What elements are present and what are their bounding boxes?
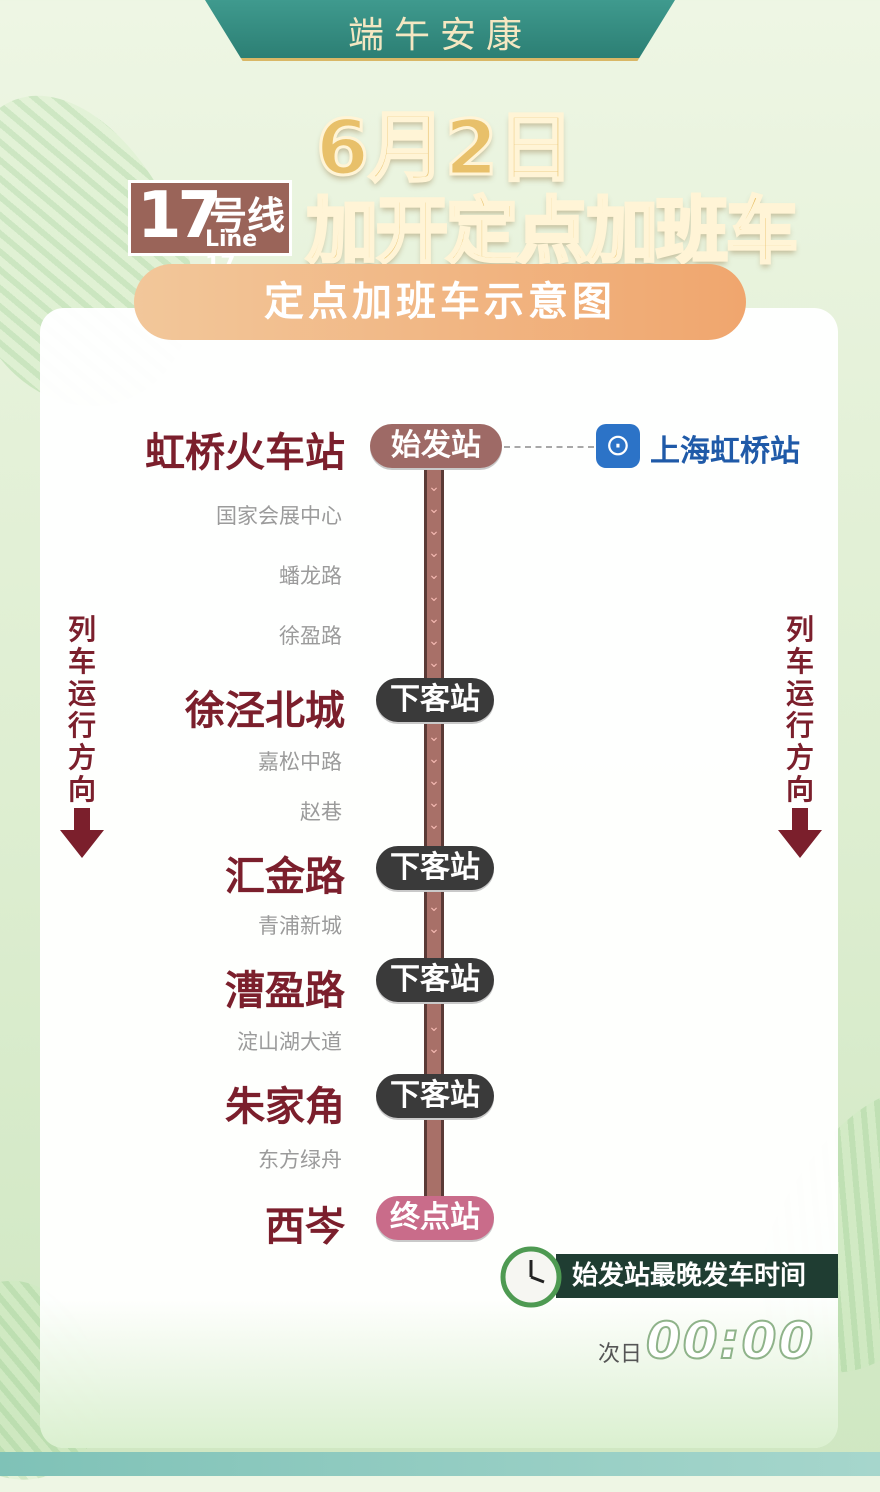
direction-label-left: 列车运 行方向 [67,613,96,806]
station-minor: 青浦新城 [258,914,342,938]
station-minor: 嘉松中路 [258,750,342,774]
chevron-down-icon: ⌄ [428,773,440,789]
chevron-down-icon: ⌄ [428,899,440,915]
direction-label-right: 列车运 行方向 [785,613,814,806]
arrow-down-icon [60,808,104,858]
chevron-down-icon: ⌄ [428,729,440,745]
line-number: 17 [137,179,222,253]
line-suffix: 号线 [209,194,286,238]
transfer-station-name: 上海虹桥站 [650,434,800,469]
station-drop-name: 徐泾北城 [185,688,345,734]
last-train-label: 始发站最晚发车时间 [556,1254,838,1298]
station-drop-name: 漕盈路 [225,968,345,1014]
festival-banner: 端午安康 [205,0,675,61]
station-minor: 徐盈路 [279,624,342,648]
chevron-down-icon: ⌄ [428,655,440,671]
chevron-down-icon: ⌄ [428,523,440,539]
station-minor: 赵巷 [300,800,342,824]
start-station-tag: 始发站 [370,424,502,468]
chevron-down-icon: ⌄ [428,589,440,605]
chevron-down-icon: ⌄ [428,545,440,561]
line-badge: 17 号线 Line 17 [128,179,292,277]
end-station-tag: 终点站 [376,1196,494,1240]
railway-icon: ⊙ [596,424,640,468]
chevron-down-icon: ⌄ [428,611,440,627]
station-minor: 国家会展中心 [216,504,342,528]
event-date: 6月2日 [315,102,576,194]
clock-icon [500,1246,562,1308]
chevron-down-icon: ⌄ [428,921,440,937]
station-drop-name: 朱家角 [225,1084,345,1130]
chevron-down-icon: ⌄ [428,567,440,583]
station-end-name: 西岑 [265,1204,345,1250]
drop-station-tag: 下客站 [376,958,494,1002]
card-bottom-gradient [40,1300,838,1448]
bottom-decor-strip [0,1452,880,1476]
chevron-down-icon: ⌄ [428,501,440,517]
last-train-time: 00:00 [645,1311,816,1371]
transfer-dashed-line [504,446,594,448]
station-minor: 淀山湖大道 [237,1030,342,1054]
chevron-down-icon: ⌄ [428,479,440,495]
chevron-down-icon: ⌄ [428,817,440,833]
station-minor: 蟠龙路 [279,564,342,588]
drop-station-tag: 下客站 [376,678,494,722]
station-drop-name: 汇金路 [225,854,345,900]
station-start-name: 虹桥火车站 [145,430,345,476]
station-minor: 东方绿舟 [258,1148,342,1172]
next-day-label: 次日 [598,1342,643,1367]
chevron-down-icon: ⌄ [428,1019,440,1035]
drop-station-tag: 下客站 [376,846,494,890]
chevron-down-icon: ⌄ [428,1041,440,1057]
chevron-down-icon: ⌄ [428,795,440,811]
chevron-down-icon: ⌄ [428,751,440,767]
drop-station-tag: 下客站 [376,1074,494,1118]
chevron-down-icon: ⌄ [428,633,440,649]
festival-banner-text: 端午安康 [347,15,532,56]
headline: 加开定点加班车 [304,188,799,275]
diagram-title: 定点加班车示意图 [134,264,746,340]
arrow-down-icon [778,808,822,858]
